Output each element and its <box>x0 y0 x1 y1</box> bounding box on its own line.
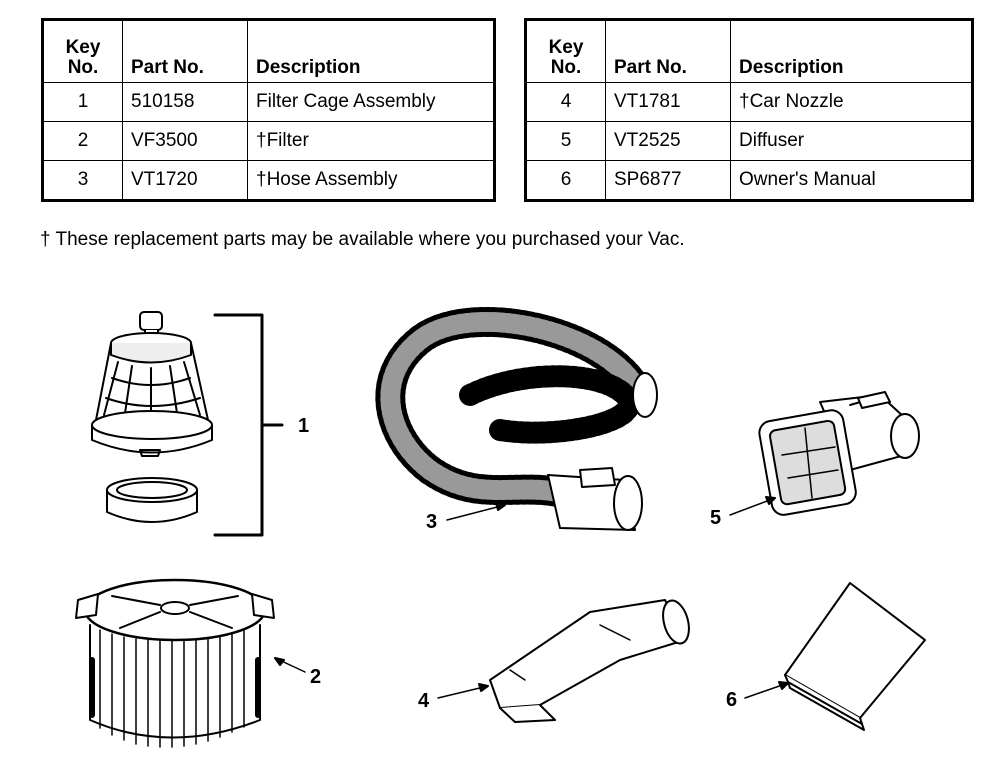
key-cell: 2 <box>42 121 123 161</box>
parts-illustrations: 1 3 5 2 <box>75 306 926 748</box>
part-no-cell: VT2525 <box>605 121 731 161</box>
arrow-head-icon <box>778 681 789 690</box>
callout-arrow-3 <box>446 504 506 521</box>
callout-2: 2 <box>310 666 321 688</box>
owners-manual-illustration <box>784 582 926 731</box>
hose-illustration <box>375 306 658 531</box>
filter-illustration <box>75 578 275 748</box>
table-row: 5 VT2525 Diffuser <box>525 121 973 161</box>
table-row: 3 VT1720 †Hose Assembly <box>42 160 495 201</box>
description-cell: †Car Nozzle <box>730 82 973 122</box>
key-cell: 4 <box>525 82 606 122</box>
header-description: Description <box>247 19 495 83</box>
description-cell: †Hose Assembly <box>247 160 495 201</box>
part-no-cell: VT1781 <box>605 82 731 122</box>
arrow-head-icon <box>478 683 489 692</box>
header-description: Description <box>730 19 973 83</box>
key-cell: 3 <box>42 160 123 201</box>
part-no-cell: SP6877 <box>605 160 731 201</box>
callout-6: 6 <box>726 689 737 711</box>
table-row: 1 510158 Filter Cage Assembly <box>42 82 495 122</box>
callout-1: 1 <box>298 415 309 437</box>
key-cell: 1 <box>42 82 123 122</box>
key-cell: 6 <box>525 160 606 201</box>
description-cell: Diffuser <box>730 121 973 161</box>
callout-5: 5 <box>710 507 721 529</box>
diffuser-illustration <box>758 391 920 516</box>
key-cell: 5 <box>525 121 606 161</box>
part-no-cell: VF3500 <box>122 121 248 161</box>
header-part-no: Part No. <box>122 19 248 83</box>
part-no-cell: VT1720 <box>122 160 248 201</box>
part-no-cell: 510158 <box>122 82 248 122</box>
callout-4: 4 <box>418 690 430 712</box>
footnote: † These replacement parts may be availab… <box>40 229 685 250</box>
arrow-head-icon <box>274 657 285 666</box>
header-part-no: Part No. <box>605 19 731 83</box>
arrow-head-icon <box>765 496 776 505</box>
table-row: 6 SP6877 Owner's Manual <box>525 160 973 201</box>
description-cell: †Filter <box>247 121 495 161</box>
table-row: 2 VF3500 †Filter <box>42 121 495 161</box>
callout-3: 3 <box>426 511 437 533</box>
filter-cage-illustration <box>91 311 284 537</box>
arrow-head-icon <box>495 502 506 511</box>
car-nozzle-illustration <box>489 599 690 723</box>
description-cell: Owner's Manual <box>730 160 973 201</box>
description-cell: Filter Cage Assembly <box>247 82 495 122</box>
table-row: 4 VT1781 †Car Nozzle <box>525 82 973 122</box>
